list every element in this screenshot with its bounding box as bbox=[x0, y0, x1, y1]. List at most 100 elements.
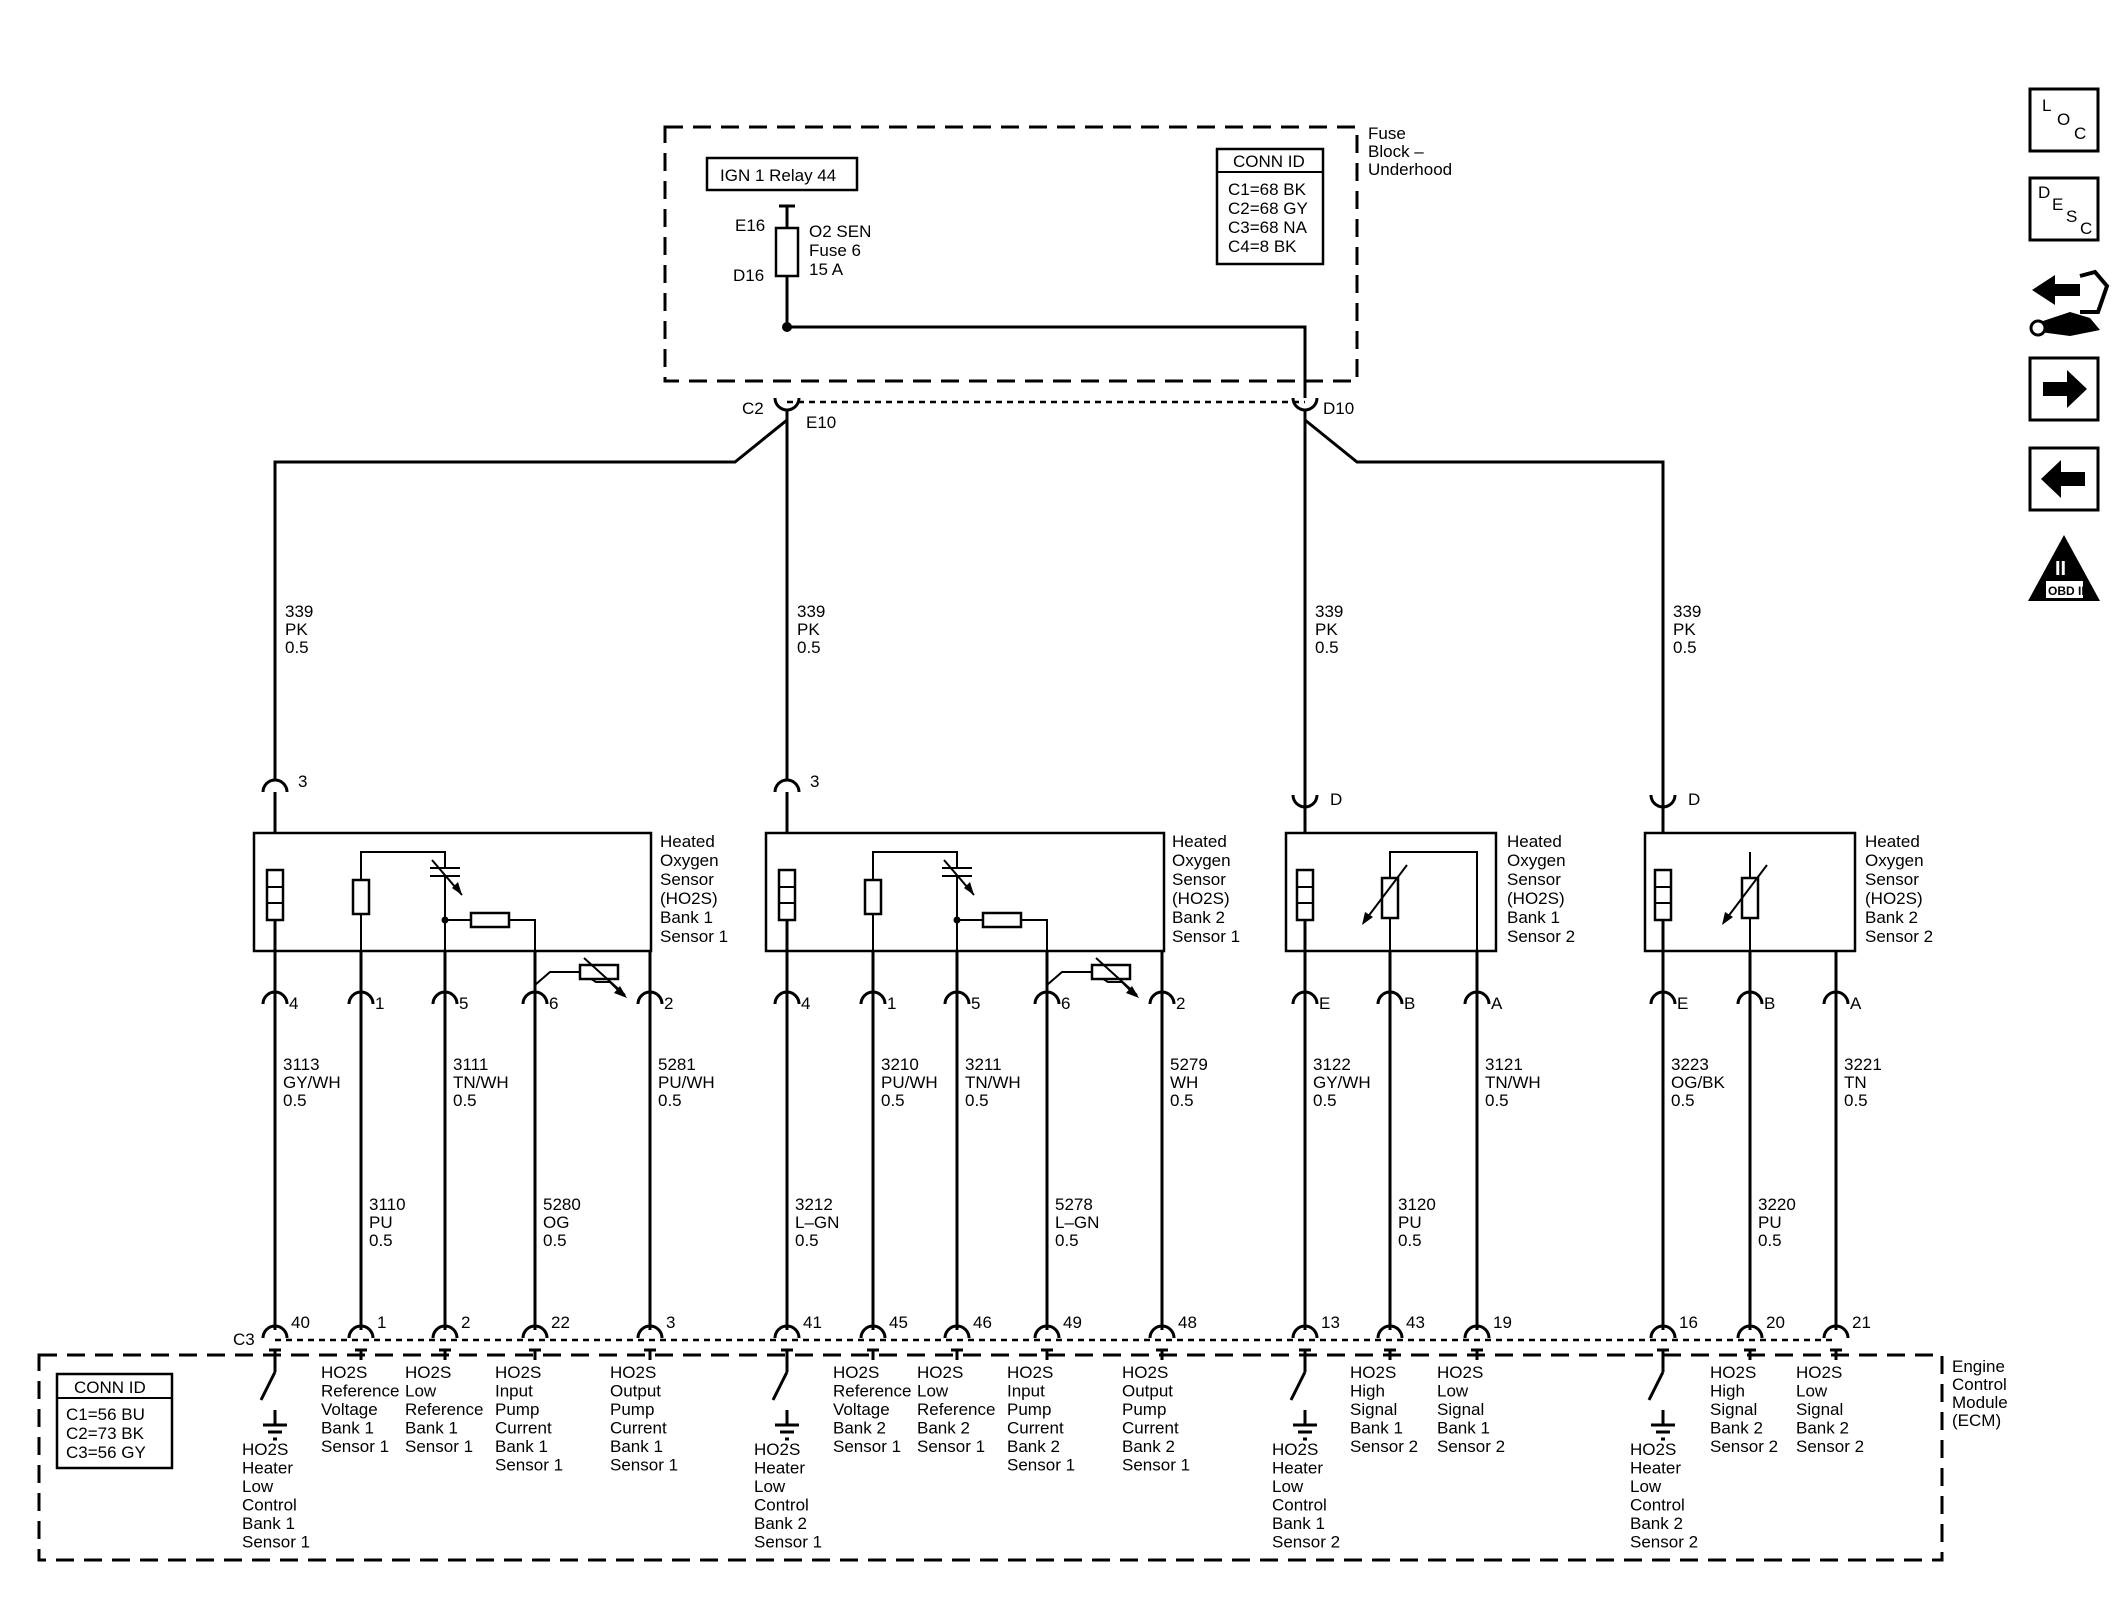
connector-pins-icon[interactable] bbox=[2029, 269, 2110, 337]
wire-gauge: 0.5 bbox=[1671, 1091, 1695, 1110]
ecm-terminal bbox=[1376, 1324, 1404, 1339]
ecm-function-label: Bank 1 bbox=[321, 1419, 374, 1438]
ecm-pin-number: 3 bbox=[666, 1313, 675, 1332]
sensor-internal-wire bbox=[872, 851, 958, 990]
ecm-function-label: Input bbox=[495, 1382, 533, 1401]
connector-label-c2: C2 bbox=[742, 399, 764, 418]
wire-gauge: 0.5 bbox=[795, 1231, 819, 1250]
ecm-function-label: HO2S bbox=[242, 1440, 288, 1459]
ecm-boundary bbox=[37, 1353, 1944, 1562]
ecm-function-label: HO2S bbox=[1437, 1363, 1483, 1382]
heater-element-icon bbox=[265, 868, 285, 922]
ecm-function-label: Reference bbox=[833, 1382, 911, 1401]
previous-arrow-icon[interactable] bbox=[2028, 446, 2100, 512]
ecm-terminal bbox=[1649, 1324, 1677, 1339]
resistor-icon bbox=[351, 878, 371, 916]
sensor-label-line: Bank 1 bbox=[1507, 908, 1560, 927]
ecm-pin-number: 43 bbox=[1406, 1313, 1425, 1332]
ecm-function-label: Heater bbox=[242, 1459, 293, 1478]
sensor-label-line: (HO2S) bbox=[1507, 889, 1565, 908]
ecm-function-label: Bank 1 bbox=[495, 1437, 548, 1456]
ecm-function-label: Reference bbox=[405, 1400, 483, 1419]
variable-arrow-head bbox=[1126, 986, 1139, 998]
heater-element-icon bbox=[777, 868, 797, 922]
wire-circuit-number: 5280 bbox=[543, 1195, 581, 1214]
sensor-label-line: Sensor 1 bbox=[660, 927, 728, 946]
ecm-function-label: Low bbox=[405, 1382, 437, 1401]
wire-circuit-number: 3221 bbox=[1844, 1055, 1882, 1074]
ecm-terminal bbox=[1822, 1324, 1850, 1339]
obd-ii-icon[interactable]: II OBD II bbox=[2028, 535, 2100, 601]
ecm-terminal bbox=[943, 1324, 971, 1339]
sensor-label-line: Bank 1 bbox=[660, 908, 713, 927]
ecm-pin-number: 16 bbox=[1679, 1313, 1698, 1332]
wire-circuit-number: 5281 bbox=[658, 1055, 696, 1074]
ecm-function-label: Low bbox=[754, 1477, 786, 1496]
ecm-switch-icon bbox=[771, 1371, 789, 1401]
sensor-internal-wire bbox=[1021, 919, 1048, 990]
variable-arrow-head bbox=[1362, 912, 1373, 925]
ecm-function-label: HO2S bbox=[917, 1363, 963, 1382]
ecm-function-label: Low bbox=[242, 1477, 274, 1496]
ecm-function-label: Bank 1 bbox=[405, 1419, 458, 1438]
conn-id-row: C3=68 NA bbox=[1228, 218, 1308, 237]
desc-icon[interactable]: D E S C bbox=[2028, 176, 2100, 242]
wire-circuit-number: 3113 bbox=[283, 1055, 320, 1074]
sensor-pin-label: 4 bbox=[801, 994, 810, 1013]
feed-wire-circuit: 339 bbox=[1673, 602, 1701, 621]
sensor-pin-label: 5 bbox=[971, 994, 980, 1013]
wire-color-code: TN bbox=[1844, 1073, 1867, 1092]
variable-arrow-head bbox=[1722, 912, 1733, 925]
ecm-terminal bbox=[859, 1324, 887, 1339]
feed-wire-circuit: 339 bbox=[1315, 602, 1343, 621]
ecm-function-label: Pump bbox=[495, 1400, 539, 1419]
wire-gauge: 0.5 bbox=[283, 1091, 307, 1110]
ecm-terminal bbox=[1463, 1324, 1491, 1339]
ecm-pin-number: 45 bbox=[889, 1313, 908, 1332]
sensor-internal-wire bbox=[1389, 851, 1478, 990]
sensor-top-pin: D bbox=[1330, 790, 1342, 809]
fuse-block-terminals: C2 E10 D10 bbox=[742, 397, 1354, 432]
ecm-function-label: Bank 2 bbox=[1796, 1419, 1849, 1438]
desc-letter: E bbox=[2052, 195, 2063, 214]
heater-element-icon bbox=[1295, 868, 1315, 922]
ecm-function-label: Heater bbox=[754, 1459, 805, 1478]
ecm-function-label: Sensor 1 bbox=[1007, 1456, 1075, 1475]
sensor-label-line: Sensor bbox=[1865, 870, 1919, 889]
desc-letter: C bbox=[2080, 219, 2092, 238]
relay-box bbox=[705, 156, 859, 192]
ecm-function-label: Current bbox=[1122, 1419, 1179, 1438]
ecm-function-label: Bank 2 bbox=[833, 1419, 886, 1438]
ecm-function-label: Signal bbox=[1437, 1400, 1484, 1419]
ecm-pin-number: 21 bbox=[1852, 1313, 1871, 1332]
ecm-function-label: Sensor 2 bbox=[1630, 1533, 1698, 1552]
ecm-function-label: HO2S bbox=[833, 1363, 879, 1382]
ecm-function-label: HO2S bbox=[1122, 1363, 1168, 1382]
next-arrow-icon[interactable] bbox=[2028, 356, 2100, 422]
sensor-pin-label: A bbox=[1491, 994, 1503, 1013]
ecm-pin-number: 19 bbox=[1493, 1313, 1512, 1332]
ecm-terminal bbox=[1736, 1324, 1764, 1339]
sensor-label-line: Oxygen bbox=[660, 851, 719, 870]
ecm-function-label: Heater bbox=[1272, 1459, 1323, 1478]
sensor-pin-label: A bbox=[1850, 994, 1862, 1013]
wire-color-code: PU/WH bbox=[881, 1073, 938, 1092]
wire-circuit-number: 3210 bbox=[881, 1055, 919, 1074]
loc-icon[interactable]: L O C bbox=[2028, 87, 2100, 153]
wire-color-code: TN/WH bbox=[965, 1073, 1021, 1092]
conn-id-row: C4=8 BK bbox=[1228, 237, 1297, 256]
loc-letter: C bbox=[2074, 124, 2086, 143]
sensor-body bbox=[252, 831, 653, 953]
sensor-pin-label: 6 bbox=[1061, 994, 1070, 1013]
ecm-switch-icon bbox=[1289, 1371, 1307, 1401]
wire-color-code: GY/WH bbox=[283, 1073, 341, 1092]
ecm-function-label: Bank 2 bbox=[1710, 1419, 1763, 1438]
sensor-pin-label: B bbox=[1764, 994, 1775, 1013]
wire-color-code: GY/WH bbox=[1313, 1073, 1371, 1092]
variable-arrow-head bbox=[964, 882, 974, 895]
feed-wire-color: PK bbox=[797, 620, 820, 639]
ecm-function-label: Low bbox=[1437, 1382, 1469, 1401]
feed-wire-gauge: 0.5 bbox=[1673, 638, 1697, 657]
sensor-pin-label: 2 bbox=[1176, 994, 1185, 1013]
